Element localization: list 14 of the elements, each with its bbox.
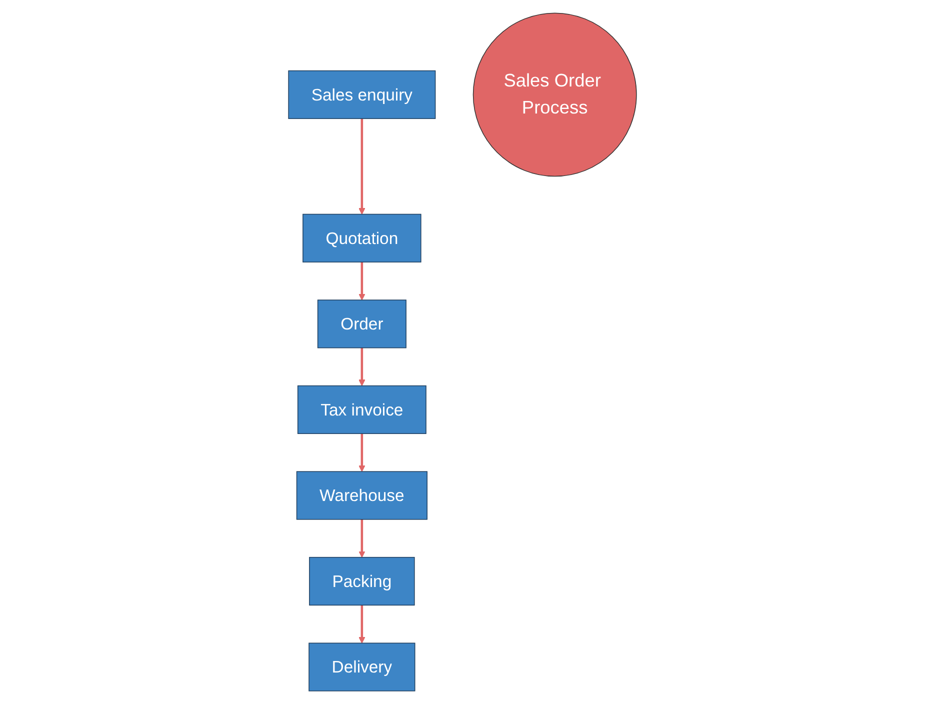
arrow xyxy=(358,519,366,558)
node-box: Delivery xyxy=(308,642,416,692)
arrow xyxy=(358,434,366,472)
node-box: Quotation xyxy=(302,214,422,262)
arrow xyxy=(358,348,366,386)
node-box: Packing xyxy=(309,556,415,606)
node-box: Order xyxy=(317,300,406,348)
node-box: Warehouse xyxy=(296,471,428,520)
node-box: Tax invoice xyxy=(297,385,426,434)
arrow xyxy=(358,605,366,644)
node-box: Sales enquiry xyxy=(288,70,436,119)
node-circle: Sales Order Process xyxy=(472,12,637,177)
arrow xyxy=(358,262,366,300)
arrow xyxy=(358,118,366,215)
